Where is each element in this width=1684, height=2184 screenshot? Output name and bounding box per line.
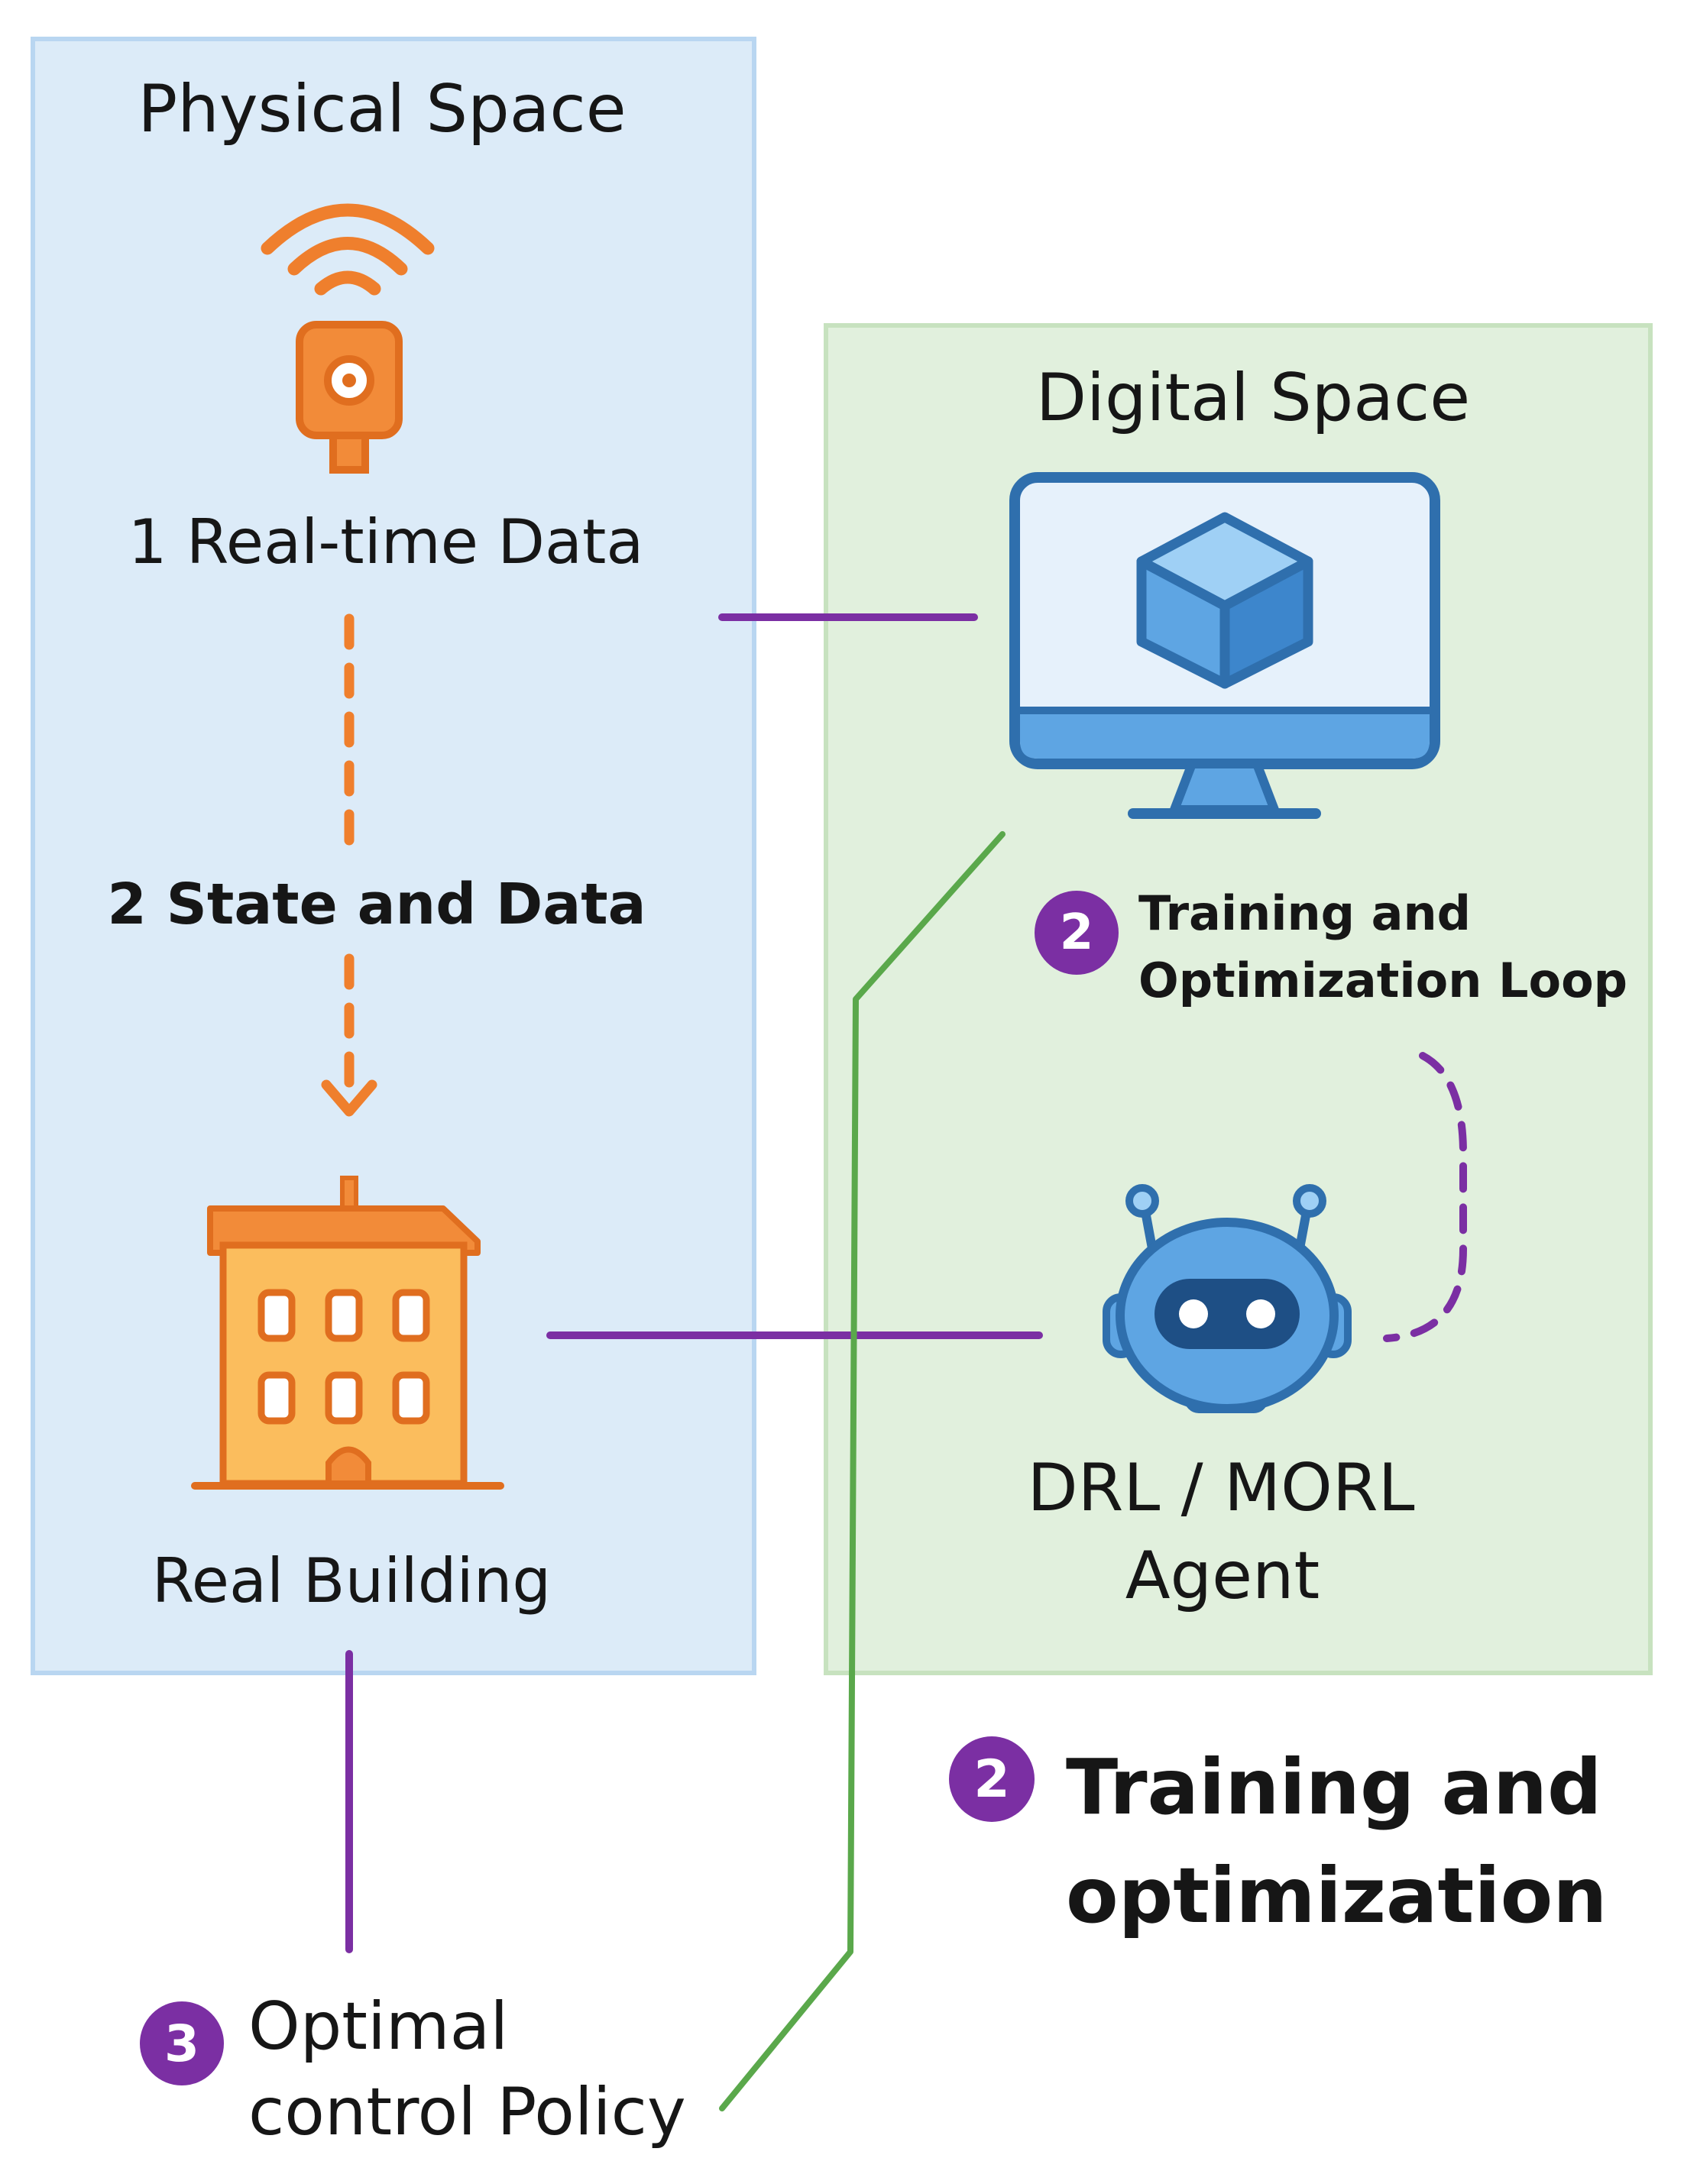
loop-step-badge: 2 bbox=[1035, 891, 1119, 975]
robot-agent-icon bbox=[1103, 1184, 1352, 1413]
state-data-label: 2 State and Data bbox=[107, 872, 646, 937]
policy-feedback-line bbox=[719, 831, 1006, 2111]
optimization-loop-dashed bbox=[1383, 1052, 1467, 1342]
policy-label-line1: Optimal bbox=[248, 1988, 509, 2065]
training-label-line2: optimization bbox=[1066, 1851, 1608, 1940]
agent-label-line2: Agent bbox=[1125, 1538, 1320, 1614]
loop-label-line2: Optimization Loop bbox=[1138, 953, 1628, 1008]
training-step-badge: 2 bbox=[949, 1736, 1035, 1822]
digital-space-title: Digital Space bbox=[1035, 360, 1471, 436]
building-icon bbox=[191, 1176, 504, 1490]
real-building-label: Real Building bbox=[151, 1545, 552, 1616]
wireless-sensor-icon bbox=[261, 203, 435, 474]
loop-label-line1: Training and bbox=[1138, 885, 1471, 941]
state-data-dashed-arrow bbox=[321, 613, 377, 1117]
physical-space-title: Physical Space bbox=[138, 71, 627, 147]
policy-label-line2: control Policy bbox=[248, 2074, 686, 2150]
monitor-with-cube-icon bbox=[1009, 472, 1440, 819]
agent-label-line1: DRL / MORL bbox=[1027, 1450, 1415, 1526]
policy-step-badge: 3 bbox=[140, 2001, 224, 2085]
training-label-line1: Training and bbox=[1066, 1742, 1602, 1832]
realtime-data-label: 1 Real-time Data bbox=[128, 506, 644, 578]
